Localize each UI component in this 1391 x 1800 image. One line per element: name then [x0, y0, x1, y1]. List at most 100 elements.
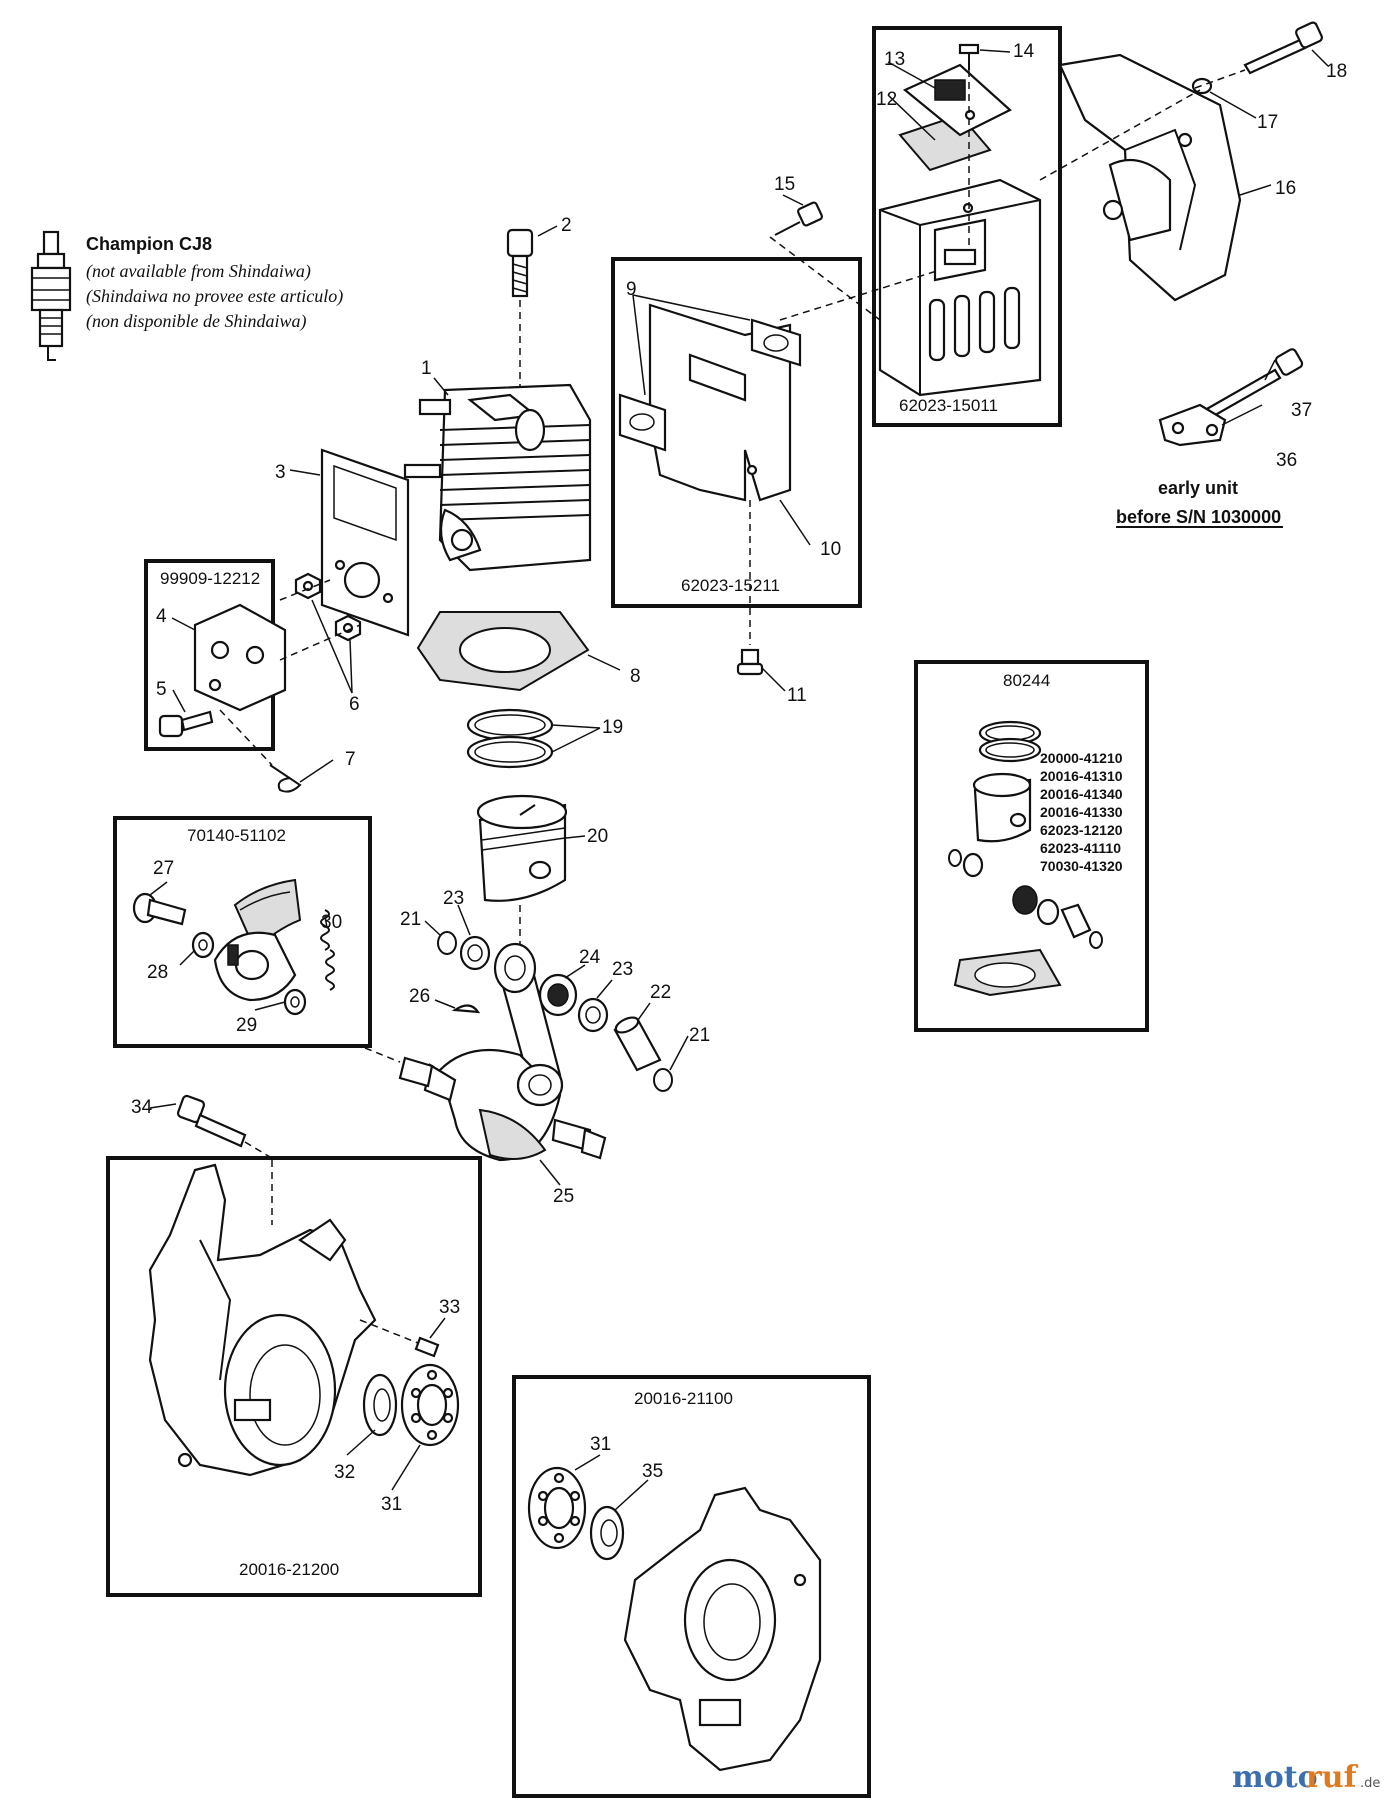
callout-20: 20: [587, 826, 608, 847]
muffler-bracket-icon: [618, 303, 802, 502]
half-kit-bearing-icon: [527, 1466, 587, 1550]
muffler-cap-icon: [902, 63, 1012, 137]
nut-icon: [294, 572, 362, 642]
watermark-logo: moto ruf .de: [1232, 1760, 1380, 1795]
callout-32: 32: [334, 1462, 355, 1483]
crankcase-half-kit-number: 20016-21100: [634, 1389, 733, 1408]
cover-washer-icon: [1191, 77, 1213, 95]
callout-7: 7: [345, 749, 356, 770]
dowel-pin-icon: [414, 1336, 440, 1358]
callout-1: 1: [421, 358, 432, 379]
callout-18: 18: [1326, 61, 1347, 82]
callout-12: 12: [876, 89, 897, 110]
piston-kit-part-5: 62023-12120: [1040, 822, 1123, 838]
half-kit-seal-icon: [589, 1505, 625, 1561]
piston-kit-piston-icon: [972, 772, 1032, 843]
callout-37: 37: [1291, 400, 1312, 421]
callout-27: 27: [153, 858, 174, 879]
needle-bearing-icon: [538, 973, 578, 1017]
base-gasket-icon: [416, 611, 590, 692]
callout-3: 3: [275, 462, 286, 483]
early-unit-label: early unit: [1158, 478, 1238, 498]
muffler-bracket-kit-number: 62023-15211: [681, 576, 780, 595]
early-unit-bolt-icon: [1203, 348, 1304, 420]
piston-kit-part-4: 20016-41330: [1040, 804, 1123, 820]
callout-11: 11: [787, 685, 807, 706]
piston-rings-icon: [466, 708, 554, 769]
callout-21a: 21: [400, 909, 421, 930]
cylinder-icon: [403, 383, 592, 572]
muffler-bolt-icon: [774, 201, 823, 236]
piston-kit-part-1: 20000-41210: [1040, 750, 1123, 766]
muffler-kit-number: 62023-15011: [899, 396, 998, 415]
callout-10: 10: [820, 539, 841, 560]
callout-4: 4: [156, 606, 167, 627]
callout-23b: 23: [612, 959, 633, 980]
cover-bolt-icon: [1243, 21, 1323, 75]
svg-text:ruf: ruf: [1306, 1760, 1359, 1795]
callout-5: 5: [156, 679, 167, 700]
spark-plug-icon: [30, 230, 72, 361]
piston-pin-icon: [613, 1016, 662, 1072]
piston-kit-clips-icon: [948, 849, 984, 878]
callout-23a: 23: [443, 888, 464, 909]
crankcase-bearing-icon: [400, 1363, 460, 1447]
muffler-icon: [878, 178, 1042, 397]
clutch-spring-icon: [320, 909, 335, 991]
insulator-icon: [193, 603, 287, 712]
intake-screw-icon: [158, 710, 214, 738]
callout-36: 36: [1276, 450, 1297, 471]
callout-29: 29: [236, 1015, 257, 1036]
callout-19: 19: [602, 717, 623, 738]
callout-13: 13: [884, 49, 905, 70]
callout-21b: 21: [689, 1025, 710, 1046]
callout-22: 22: [650, 982, 671, 1003]
callout-2: 2: [561, 215, 572, 236]
clutch-kit-box: [113, 816, 372, 1048]
callout-14: 14: [1013, 41, 1035, 62]
callout-15: 15: [774, 174, 795, 195]
callout-34: 34: [131, 1097, 153, 1118]
svg-text:.de: .de: [1360, 1776, 1380, 1791]
muffler-cover-icon: [1058, 53, 1242, 302]
piston-kit-number: 80244: [1003, 671, 1050, 690]
muffler-kit-box: [872, 26, 1062, 427]
callout-25: 25: [553, 1186, 574, 1207]
crankcase-seal-icon: [362, 1373, 398, 1437]
piston-kit-part-2: 20016-41310: [1040, 768, 1123, 784]
crankcase-bolt-icon: [176, 1094, 247, 1148]
early-unit-bracket-icon: [1158, 403, 1227, 447]
piston-kit-rings-icon: [978, 720, 1042, 763]
crankshaft-icon: [398, 942, 607, 1162]
svg-text:moto: moto: [1232, 1760, 1318, 1795]
clutch-washer-icon: [283, 988, 307, 1016]
spark-plug-note-fr: (non disponible de Shindaiwa): [86, 311, 306, 332]
callout-30: 30: [321, 912, 342, 933]
cylinder-bolt-icon: [506, 228, 534, 298]
callout-33: 33: [439, 1297, 460, 1318]
piston-icon: [476, 794, 568, 902]
clutch-kit-number: 70140-51102: [187, 826, 286, 845]
clutch-hub-icon: [213, 931, 297, 1002]
woodruff-key-icon: [451, 1004, 481, 1014]
clutch-washer-icon: [191, 931, 215, 959]
clutch-bolt-icon: [132, 892, 187, 926]
bracket-screw-icon: [736, 648, 764, 676]
callout-31b: 31: [590, 1434, 611, 1455]
piston-kit-part-6: 62023-41110: [1040, 840, 1121, 856]
piston-pin-clip-icon: [653, 1068, 673, 1092]
crankcase-kit-number: 20016-21200: [239, 1560, 339, 1579]
thrust-washer-icon: [459, 935, 491, 971]
callout-9: 9: [626, 279, 637, 300]
callout-28: 28: [147, 962, 168, 983]
thrust-washer-icon: [577, 997, 609, 1033]
piston-kit-box: [914, 660, 1149, 1032]
cylinder-gasket-icon: [320, 448, 410, 637]
intake-kit-number: 99909-12212: [160, 569, 260, 588]
piston-kit-part-3: 20016-41340: [1040, 786, 1123, 802]
callout-17: 17: [1257, 112, 1278, 133]
callout-31a: 31: [381, 1494, 402, 1515]
spring-clip-icon: [269, 764, 302, 793]
piston-kit-part-7: 70030-41320: [1040, 858, 1123, 874]
